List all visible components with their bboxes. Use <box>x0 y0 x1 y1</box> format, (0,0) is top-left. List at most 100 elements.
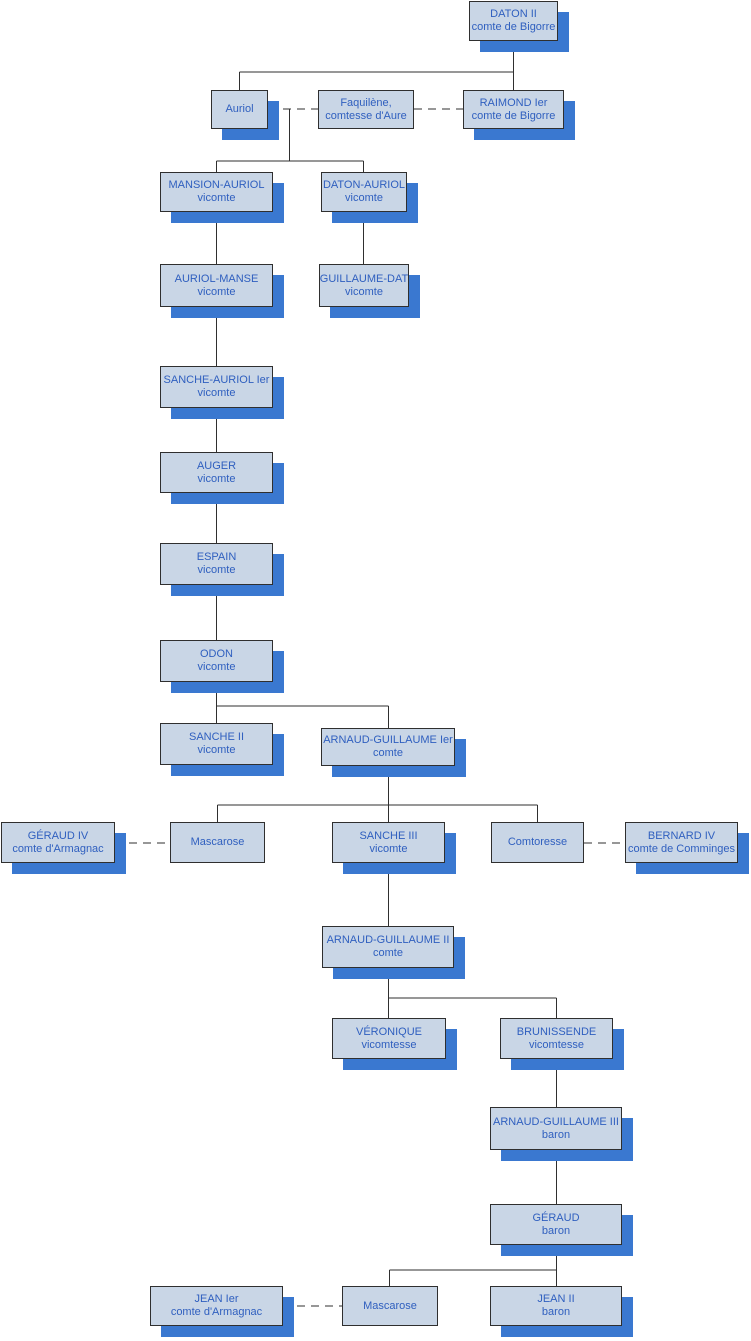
person-name: ARNAUD-GUILLAUME II <box>326 934 450 946</box>
node-box: VÉRONIQUE vicomtesse <box>332 1018 446 1059</box>
node-box: Auriol <box>211 90 268 129</box>
node-box: GUILLAUME-DAT vicomte <box>319 264 409 307</box>
person-espain: ESPAIN vicomte <box>160 543 284 596</box>
person-brunissende: BRUNISSENDE vicomtesse <box>500 1018 624 1070</box>
person-title: comte <box>373 947 403 959</box>
person-name: GÉRAUD IV <box>27 829 89 842</box>
person-auriol-manse: AURIOL-MANSE vicomte <box>160 264 284 318</box>
person-sanche-auriol-ier: SANCHE-AURIOL Ier vicomte <box>160 366 284 419</box>
person-name: RAIMOND Ier <box>479 96 548 109</box>
node-box: BRUNISSENDE vicomtesse <box>500 1018 613 1059</box>
node-box: AUGER vicomte <box>160 452 273 493</box>
person-title: vicomtesse <box>528 1038 585 1051</box>
node-box: RAIMOND Ier comte de Bigorre <box>463 90 564 129</box>
person-name: JEAN Ier <box>194 1293 239 1305</box>
person-name: SANCHE II <box>188 731 244 743</box>
person-geraud-iv: GÉRAUD IV comte d'Armagnac <box>1 822 126 874</box>
person-name: SANCHE III <box>359 829 418 842</box>
person-title: comte de Bigorre <box>471 21 556 33</box>
person-name: AUGER <box>196 459 237 472</box>
person-name: VÉRONIQUE <box>355 1025 422 1038</box>
person-name: DATON-AURIOL <box>322 179 406 191</box>
person-title: comte d'Armagnac <box>12 842 104 855</box>
node-box: JEAN II baron <box>490 1286 622 1326</box>
person-title: comte de Comminges <box>628 842 735 855</box>
person-mascarose-2: Mascarose <box>342 1286 438 1326</box>
node-box: AURIOL-MANSE vicomte <box>160 264 273 307</box>
person-title: vicomte <box>369 842 408 855</box>
person-name: MANSION-AURIOL <box>168 179 265 191</box>
person-faquilene: Faquilène, comtesse d'Aure <box>318 90 414 129</box>
node-box: Mascarose <box>170 822 265 863</box>
person-name: JEAN II <box>537 1293 575 1305</box>
node-box: JEAN Ier comte d'Armagnac <box>150 1286 283 1326</box>
person-name: BERNARD IV <box>647 829 716 842</box>
person-sanche-ii: SANCHE II vicomte <box>160 723 284 776</box>
person-title: vicomte <box>197 192 236 204</box>
person-arnaud-guillaume-ier: ARNAUD-GUILLAUME Ier comte <box>321 728 466 777</box>
person-arnaud-guillaume-ii: ARNAUD-GUILLAUME II comte <box>322 926 465 979</box>
descent-line <box>239 41 514 90</box>
person-jean-ier: JEAN Ier comte d'Armagnac <box>150 1286 294 1337</box>
person-mascarose-1: Mascarose <box>170 822 265 863</box>
person-name: ODON <box>200 648 233 660</box>
node-box: DATON II comte de Bigorre <box>469 1 558 41</box>
person-title: comte d'Armagnac <box>170 1306 263 1318</box>
node-box: ESPAIN vicomte <box>160 543 273 585</box>
descent-line <box>216 109 364 172</box>
person-sanche-iii: SANCHE III vicomte <box>332 822 456 874</box>
node-box: Faquilène, comtesse d'Aure <box>318 90 414 129</box>
person-title: vicomtesse <box>361 1038 417 1051</box>
person-name: BRUNISSENDE <box>516 1025 597 1038</box>
person-name: GÉRAUD <box>532 1211 580 1224</box>
node-box: ARNAUD-GUILLAUME Ier comte <box>321 728 455 766</box>
person-name: DATON II <box>490 8 537 20</box>
person-daton-ii: DATON II comte de Bigorre <box>469 1 569 52</box>
node-box: Comtoresse <box>491 822 584 863</box>
person-name: AURIOL-MANSE <box>174 272 259 285</box>
person-name: GUILLAUME-DAT <box>319 272 409 285</box>
person-veronique: VÉRONIQUE vicomtesse <box>332 1018 457 1070</box>
node-box: MANSION-AURIOL vicomte <box>160 172 273 212</box>
person-name: Auriol <box>225 103 254 115</box>
person-name: SANCHE-AURIOL Ier <box>163 374 270 386</box>
person-name: ARNAUD-GUILLAUME III <box>493 1115 619 1128</box>
person-bernard-iv: BERNARD IV comte de Comminges <box>625 822 749 874</box>
person-title: baron <box>541 1224 571 1237</box>
node-box: GÉRAUD IV comte d'Armagnac <box>1 822 115 863</box>
person-title: vicomte <box>197 564 236 576</box>
person-title: comte <box>373 747 403 759</box>
person-name: Mascarose <box>363 1299 417 1312</box>
person-title: baron <box>541 1306 571 1318</box>
person-geraud: GÉRAUD baron <box>490 1204 633 1256</box>
node-box: BERNARD IV comte de Comminges <box>625 822 738 863</box>
person-comtoresse: Comtoresse <box>491 822 584 863</box>
descent-line <box>217 766 538 822</box>
node-box: Mascarose <box>342 1286 438 1326</box>
person-auriol: Auriol <box>211 90 279 140</box>
person-title: vicomte <box>197 744 236 756</box>
node-box: ARNAUD-GUILLAUME III baron <box>490 1107 622 1150</box>
person-arnaud-guillaume-iii: ARNAUD-GUILLAUME III baron <box>490 1107 633 1161</box>
person-name: ESPAIN <box>196 551 237 563</box>
person-auger: AUGER vicomte <box>160 452 284 504</box>
node-box: SANCHE-AURIOL Ier vicomte <box>160 366 273 408</box>
person-name: Faquilène, <box>340 96 392 109</box>
node-box: SANCHE III vicomte <box>332 822 445 863</box>
person-name: Mascarose <box>190 836 245 848</box>
node-box: ARNAUD-GUILLAUME II comte <box>322 926 454 968</box>
person-title: vicomte <box>197 472 236 485</box>
person-title: vicomte <box>197 661 236 673</box>
person-jean-ii: JEAN II baron <box>490 1286 633 1337</box>
person-odon: ODON vicomte <box>160 640 284 693</box>
node-box: GÉRAUD baron <box>490 1204 622 1245</box>
person-title: vicomte <box>197 387 236 399</box>
person-guillaume-dat: GUILLAUME-DAT vicomte <box>319 264 420 318</box>
person-title: vicomte <box>197 285 236 298</box>
node-box: SANCHE II vicomte <box>160 723 273 765</box>
person-title: comte de Bigorre <box>471 109 556 122</box>
person-title: vicomte <box>345 285 383 298</box>
person-name: Comtoresse <box>507 836 568 848</box>
person-raimond-ier: RAIMOND Ier comte de Bigorre <box>463 90 575 140</box>
